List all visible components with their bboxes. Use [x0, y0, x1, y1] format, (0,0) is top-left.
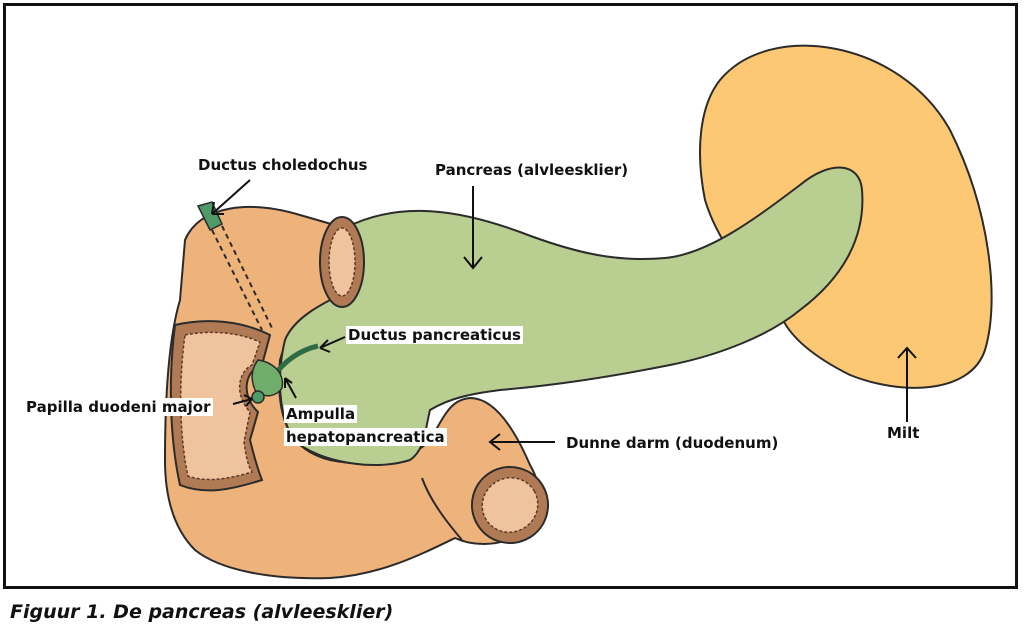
duodenum-lumen-lower — [481, 476, 539, 534]
arrow-ductus-choledochus — [211, 179, 251, 215]
arrow-pancreas — [463, 186, 483, 270]
label-duodenum: Dunne darm (duodenum) — [566, 434, 779, 452]
label-pancreas: Pancreas (alvleesklier) — [435, 161, 629, 179]
arrow-ampulla — [284, 377, 297, 399]
figure-caption: Figuur 1. De pancreas (alvleesklier) — [10, 601, 394, 623]
ductus-choledochus-course-a — [211, 229, 263, 331]
arrow-papilla — [232, 394, 253, 407]
papilla-shape — [251, 390, 265, 404]
label-ampulla-line2: hepatopancreatica — [284, 428, 447, 446]
arrow-milt — [897, 346, 917, 422]
arrow-duodenum — [488, 433, 555, 451]
arrow-ductus-pancreaticus — [319, 336, 346, 353]
duodenum-fold-line — [421, 477, 463, 541]
label-ampulla-line1: Ampulla — [284, 405, 358, 423]
duodenum-lumen-upper — [328, 227, 356, 297]
ductus-choledochus-course-b — [221, 225, 273, 329]
label-ductus-choledochus: Ductus choledochus — [198, 156, 368, 174]
label-ductus-pancreaticus: Ductus pancreaticus — [346, 326, 523, 344]
label-papilla-duodeni-major: Papilla duodeni major — [24, 398, 213, 416]
label-milt: Milt — [887, 424, 920, 442]
pancreas-shape — [279, 166, 864, 466]
duodenum-opened-lumen — [179, 331, 261, 481]
ampulla-shape — [251, 359, 284, 397]
ductus-choledochus-stub — [196, 201, 223, 232]
